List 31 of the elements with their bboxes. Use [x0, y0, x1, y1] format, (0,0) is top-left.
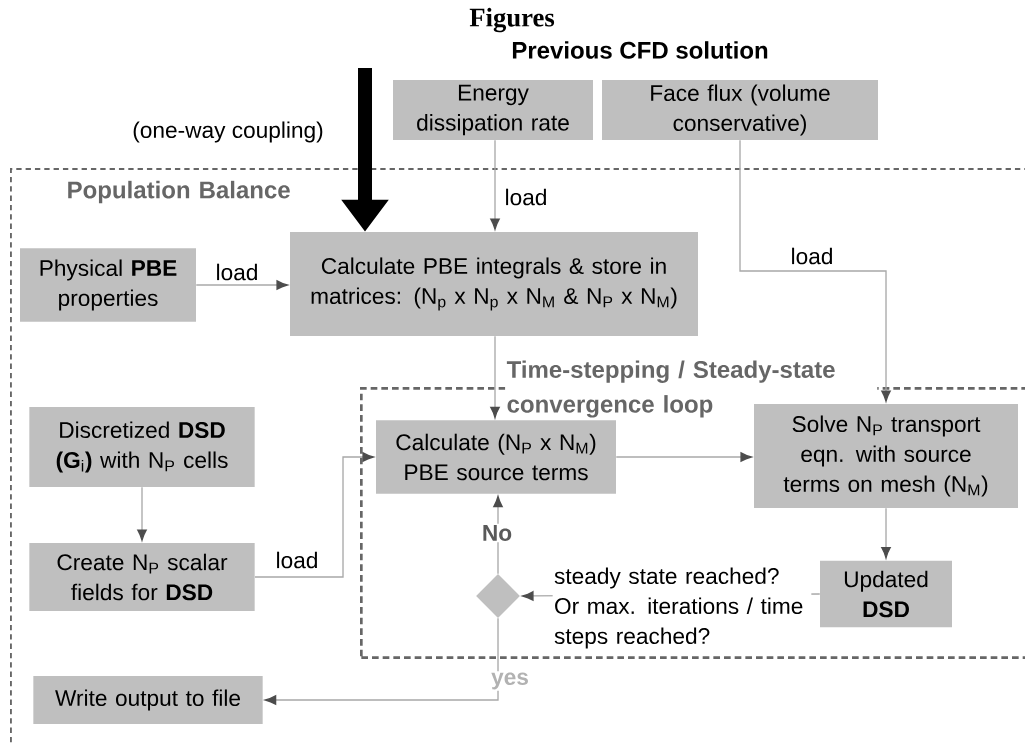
process-box: Energy dissipation rate [393, 80, 593, 140]
frame-title: Population Balance [68, 180, 290, 204]
arrow [490, 335, 500, 419]
process-box: Solve N$_{P}$ transport eqn. with source terms on mesh (N$_{M}$) [754, 404, 1018, 508]
arrow [490, 139, 500, 230]
group-heading: Previous CFD solution [512, 41, 768, 59]
arrow [264, 617, 499, 705]
process-box: Calculate PBE integrals & store in matrices: (N$_{p}$ x N$_{p}$ x N$_{M}$ & N$_{P}$ x N$_{M}$) [290, 232, 698, 336]
heading: Figures [469, 7, 555, 33]
process-box: Create N$_{P}$ scalar fields for DSD [29, 543, 255, 611]
edge-label: load [789, 246, 835, 266]
process-box: Write output to file [33, 676, 263, 724]
arrow [137, 486, 147, 541]
arrow [739, 139, 891, 402]
process-box: Calculate (N$_{P}$ x N$_{M}$) PBE source terms [376, 420, 616, 494]
edge-label: No [480, 523, 514, 543]
edge-label: load [274, 550, 320, 570]
edge-label: (one-way coupling) [130, 120, 326, 144]
arrow [195, 280, 288, 290]
edge-label: load [503, 187, 549, 207]
decision-diamond [476, 574, 520, 618]
edge-label: yes [489, 671, 531, 691]
arrow [615, 452, 752, 462]
edge-label: steady state reached? Or max. iterations / time steps reached? [552, 566, 812, 650]
process-box: Updated DSD [820, 560, 952, 628]
process-box: Physical PBE properties [20, 248, 196, 322]
arrow [254, 452, 374, 578]
process-box: Face flux (volume conservative) [602, 80, 878, 140]
edge-label: load [214, 262, 260, 282]
arrow [881, 507, 891, 559]
process-box: Discretized DSD (G$_{i}$) with N$_{P}$ cells [29, 407, 255, 487]
